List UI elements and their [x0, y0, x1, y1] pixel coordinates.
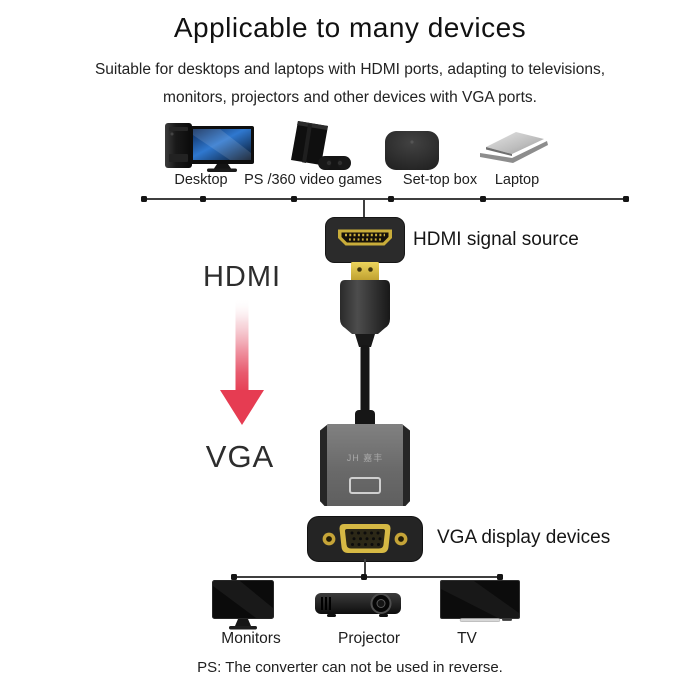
vga-type-label: VGA — [205, 439, 275, 474]
connector-dot — [480, 196, 486, 202]
hdmi-type-label: HDMI — [202, 261, 282, 293]
converter-vga-port-outline — [349, 477, 381, 494]
brand-text: JH 嘉丰 — [346, 453, 384, 463]
connector-dot — [623, 196, 629, 202]
device-label-desktop: Desktop — [174, 172, 228, 188]
connector-dot — [361, 574, 367, 580]
set-top-box-icon — [385, 131, 439, 170]
laptop-icon — [480, 132, 548, 163]
bottom-connector-line — [231, 574, 503, 580]
converter-body: JH 嘉丰 — [320, 424, 410, 506]
connector-dot — [200, 196, 206, 202]
hdmi-source-caption: HDMI signal source — [413, 229, 579, 250]
subtitle-line-1: Suitable for desktops and laptops with H… — [94, 61, 606, 78]
device-label-laptop: Laptop — [494, 172, 540, 188]
device-label-monitors: Monitors — [221, 630, 281, 647]
bottom-connector-stub — [364, 559, 366, 577]
connector-dot — [141, 196, 147, 202]
cable-strain-relief — [355, 410, 375, 428]
footer-note: PS: The converter can not be used in rev… — [197, 659, 503, 676]
top-connector-stub — [363, 199, 365, 218]
top-connector-line — [141, 196, 629, 202]
page-title: Applicable to many devices — [173, 12, 527, 43]
monitor-icon — [212, 580, 274, 630]
projector-icon — [315, 593, 401, 617]
down-arrow-icon — [220, 298, 264, 425]
connector-dot — [388, 196, 394, 202]
desktop-pc-icon — [165, 123, 254, 172]
game-console-icon — [291, 121, 351, 170]
connector-dot — [231, 574, 237, 580]
device-label-tv: TV — [457, 630, 477, 647]
device-label-set-top-box: Set-top box — [402, 172, 478, 188]
converter-face: JH 嘉丰 — [327, 424, 403, 506]
tv-icon — [440, 580, 520, 622]
device-label-game-console: PS /360 video games — [244, 172, 382, 188]
connector-dot — [291, 196, 297, 202]
hdmi-male-plug-icon — [340, 262, 390, 428]
connector-dot — [497, 574, 503, 580]
subtitle-line-2: monitors, projectors and other devices w… — [163, 89, 537, 106]
hdmi-female-port-icon — [325, 217, 405, 263]
vga-female-port-icon — [307, 516, 423, 562]
vga-display-caption: VGA display devices — [437, 527, 611, 548]
device-label-projector: Projector — [337, 630, 401, 647]
